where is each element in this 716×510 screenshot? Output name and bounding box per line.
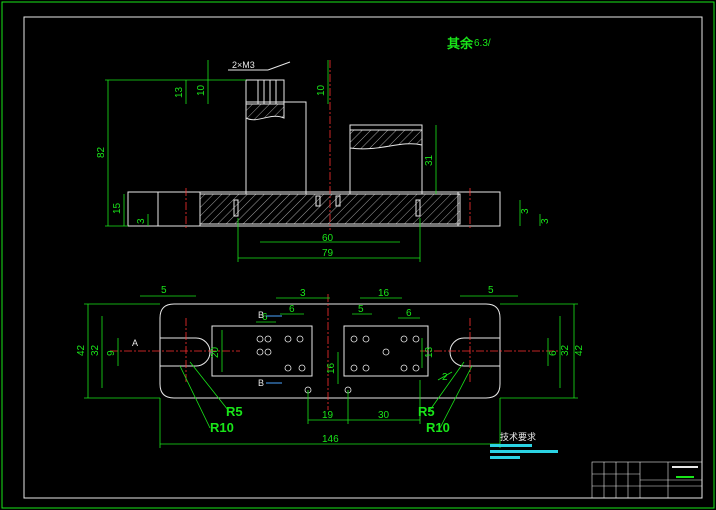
svg-text:20: 20 bbox=[210, 346, 221, 358]
note-top: 其余 bbox=[447, 36, 474, 51]
svg-text:32: 32 bbox=[90, 344, 101, 356]
svg-text:16: 16 bbox=[378, 288, 390, 299]
svg-text:2×M3: 2×M3 bbox=[232, 60, 255, 70]
svg-text:32: 32 bbox=[560, 344, 571, 356]
svg-text:31: 31 bbox=[424, 154, 435, 166]
roughness-symbol: 6.3/ bbox=[474, 38, 491, 49]
svg-text:6: 6 bbox=[262, 312, 268, 323]
svg-text:5: 5 bbox=[358, 304, 364, 315]
svg-text:R10: R10 bbox=[210, 420, 234, 435]
svg-text:6: 6 bbox=[548, 350, 559, 356]
svg-text:13: 13 bbox=[424, 346, 435, 358]
plan-view bbox=[110, 294, 560, 410]
svg-text:5: 5 bbox=[161, 285, 167, 296]
svg-text:6: 6 bbox=[289, 304, 295, 315]
svg-text:10: 10 bbox=[196, 84, 207, 96]
svg-text:5: 5 bbox=[488, 285, 494, 296]
svg-text:技术要求: 技术要求 bbox=[500, 431, 536, 442]
front-view: 2×M3 bbox=[127, 60, 501, 230]
svg-text:B: B bbox=[258, 310, 264, 320]
svg-text:146: 146 bbox=[322, 434, 339, 445]
svg-text:10: 10 bbox=[316, 84, 327, 96]
inner-frame bbox=[23, 16, 703, 499]
svg-text:B: B bbox=[258, 378, 264, 388]
svg-text:60: 60 bbox=[322, 233, 334, 244]
svg-text:42: 42 bbox=[76, 344, 87, 356]
front-view-dimensions: 82 13 10 10 15 3 31 60 79 3 3 bbox=[96, 60, 551, 262]
svg-text:13: 13 bbox=[174, 86, 185, 98]
section-markers: B B A bbox=[132, 310, 282, 388]
plan-view-dimensions: 42 32 9 20 16 13 6 32 42 5 3 16 5 6 6 5 … bbox=[76, 285, 585, 448]
svg-text:3: 3 bbox=[300, 288, 306, 299]
svg-text:2: 2 bbox=[442, 372, 448, 383]
svg-text:16: 16 bbox=[326, 362, 337, 374]
svg-text:R10: R10 bbox=[426, 420, 450, 435]
svg-text:42: 42 bbox=[574, 344, 585, 356]
svg-text:R5: R5 bbox=[226, 404, 243, 419]
radius-labels: R5 R10 R5 R10 bbox=[179, 361, 473, 435]
svg-text:82: 82 bbox=[96, 146, 107, 158]
svg-text:30: 30 bbox=[378, 410, 390, 421]
svg-text:15: 15 bbox=[112, 202, 123, 214]
svg-text:6: 6 bbox=[406, 308, 412, 319]
svg-text:3: 3 bbox=[540, 218, 551, 224]
svg-text:3: 3 bbox=[136, 218, 147, 224]
svg-text:9: 9 bbox=[106, 350, 117, 356]
svg-text:A: A bbox=[132, 338, 138, 348]
svg-text:3: 3 bbox=[520, 208, 531, 214]
svg-text:19: 19 bbox=[322, 410, 334, 421]
title-block bbox=[591, 461, 703, 499]
svg-text:R5: R5 bbox=[418, 404, 435, 419]
svg-text:79: 79 bbox=[322, 248, 334, 259]
tech-note: 技术要求 bbox=[490, 431, 558, 459]
